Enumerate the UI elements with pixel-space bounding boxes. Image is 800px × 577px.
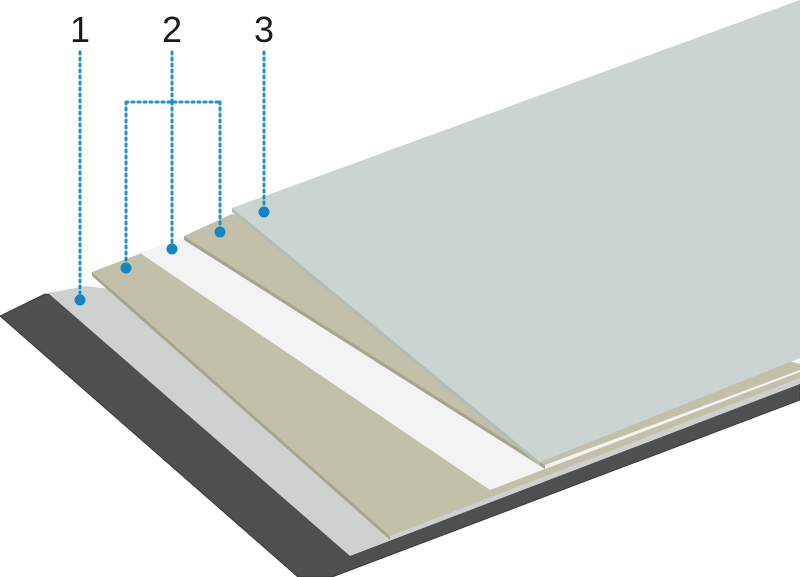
marker-dots [74, 206, 270, 306]
marker-dot-1 [74, 294, 86, 306]
layer-2-lower-beige-edge [92, 272, 390, 540]
callout-label-1: 1 [70, 9, 90, 50]
marker-dot-3 [258, 206, 270, 218]
layer-3-top-edge [232, 208, 540, 466]
layer-2-upper-beige-edge [184, 236, 545, 469]
marker-dot-2a [120, 262, 132, 274]
leader-lines [78, 50, 266, 302]
marker-dot-2c [214, 226, 226, 238]
callout-label-2: 2 [162, 9, 182, 50]
marker-dot-2b [166, 243, 178, 255]
layer-3-top [232, 0, 800, 462]
callout-label-3: 3 [254, 9, 274, 50]
